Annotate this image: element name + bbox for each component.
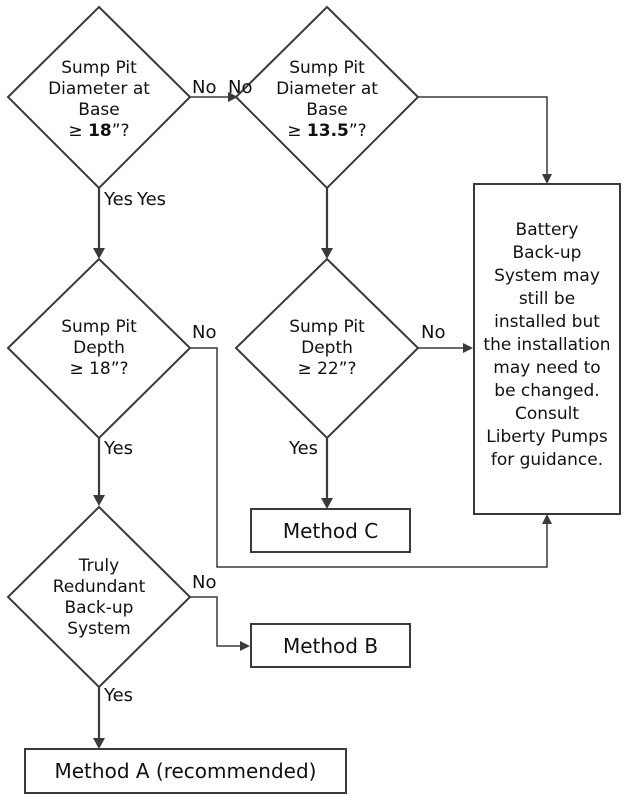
edge-label-dep18-no: No	[192, 322, 217, 343]
shapes	[6, 5, 621, 794]
edge-label-d18-no: No	[192, 77, 217, 98]
node-line: Redundant	[52, 577, 146, 597]
decision-depth-18	[6, 257, 192, 440]
arrowhead	[240, 641, 250, 651]
box-line: be changed.	[494, 380, 600, 401]
condition-prefix: ≥	[287, 121, 307, 141]
edge-d13-no	[418, 96, 548, 175]
battery-box-text: Battery Back-up System may still be inst…	[476, 190, 618, 500]
node-line: Diameter at	[276, 79, 378, 99]
arrowhead	[93, 248, 105, 259]
method-a-box	[24, 748, 347, 794]
arrowhead	[93, 738, 105, 749]
method-b-label: Method B	[282, 633, 379, 658]
arrowhead	[321, 248, 333, 259]
decision-depth-22-text: Sump Pit Depth ≥ 22”?	[257, 313, 397, 383]
edge-label-d13-no: No	[228, 77, 253, 98]
node-line: Base	[78, 100, 120, 120]
node-condition: ≥ 22”?	[297, 358, 357, 379]
node-line: Sump Pit	[61, 58, 137, 78]
box-line: still be	[518, 288, 576, 309]
box-line: the installation	[483, 334, 611, 355]
node-line: Sump Pit	[61, 316, 137, 337]
arrowhead	[463, 343, 473, 353]
method-c-box	[250, 508, 411, 553]
box-line: installed but	[494, 311, 600, 332]
box-line: Battery	[515, 219, 579, 240]
node-line: System	[67, 619, 131, 639]
decision-depth-18-text: Sump Pit Depth ≥ 18”?	[29, 313, 169, 383]
node-line: Depth	[301, 337, 353, 358]
arrowhead	[228, 92, 238, 102]
decision-redundant-text: Truly Redundant Back-up System	[29, 553, 169, 643]
box-line: Back-up	[512, 242, 582, 263]
condition-prefix: ≥	[68, 121, 89, 141]
node-line: Base	[306, 100, 348, 120]
node-line: Sump Pit	[289, 58, 365, 78]
node-line: Diameter at	[48, 79, 150, 99]
node-condition: ≥ 13.5”?	[287, 121, 366, 142]
edge-red-no	[190, 596, 241, 647]
arrowhead	[321, 498, 333, 509]
condition-value: 13.5	[306, 121, 349, 141]
condition-value: 18	[88, 121, 112, 141]
edge-label-dep18-yes: Yes	[104, 438, 134, 459]
decision-diameter-18	[6, 5, 192, 190]
edge-label-d18-yes: Yes	[104, 189, 134, 210]
decision-redundant	[6, 505, 192, 689]
node-condition: ≥ 18”?	[68, 121, 129, 142]
node-line: Depth	[73, 337, 125, 358]
node-line: Truly	[78, 556, 120, 576]
edge-label-red-yes: Yes	[104, 685, 134, 706]
edge-label-dep22-no: No	[421, 322, 446, 343]
edge-label-red-no: No	[192, 572, 217, 593]
decision-diameter-13-5	[234, 5, 420, 190]
decision-depth-22	[234, 257, 420, 440]
edge-label-dep22-yes: Yes	[289, 438, 319, 459]
arrowhead	[93, 495, 105, 506]
edge-dep18-no	[190, 347, 548, 568]
box-line: may need to	[493, 357, 601, 378]
box-line: Liberty Pumps	[486, 426, 608, 447]
edge-label-d13-yes: Yes	[137, 189, 167, 210]
box-line: System may	[494, 265, 600, 286]
method-b-box	[250, 623, 411, 668]
decision-diameter-13-5-text: Sump Pit Diameter at Base ≥ 13.5”?	[257, 54, 397, 146]
method-c-label: Method C	[282, 518, 379, 543]
node-line: Sump Pit	[289, 316, 365, 337]
connectors	[93, 92, 552, 749]
arrowhead	[542, 174, 552, 184]
node-line: Back-up	[64, 598, 134, 618]
node-condition: ≥ 18”?	[69, 358, 129, 379]
box-line: Consult	[514, 403, 580, 424]
condition-suffix: ”?	[348, 121, 367, 141]
arrowhead	[542, 514, 552, 524]
box-line: for guidance.	[490, 449, 604, 470]
battery-box	[473, 183, 621, 515]
method-a-label: Method A (recommended)	[54, 759, 317, 783]
decision-diameter-18-text: Sump Pit Diameter at Base ≥ 18”?	[29, 54, 169, 146]
condition-suffix: ”?	[111, 121, 130, 141]
